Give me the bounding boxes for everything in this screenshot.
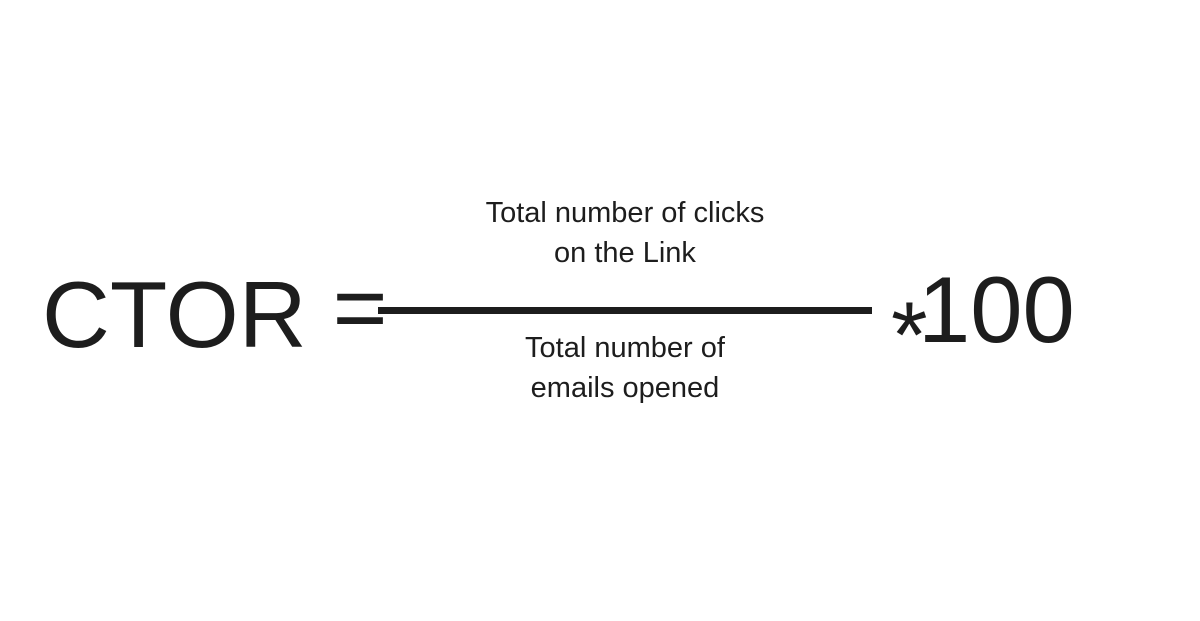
fraction-numerator: Total number of clicks on the Link: [378, 193, 872, 273]
denominator-line-2: emails opened: [530, 372, 720, 404]
fraction-bar: [378, 307, 872, 314]
denominator-line-1: Total number of: [525, 332, 725, 364]
ctor-label: CTOR: [42, 262, 307, 367]
multiply-asterisk: *: [891, 282, 928, 387]
fraction-denominator: Total number of emails opened: [378, 328, 872, 408]
numerator-line-1: Total number of clicks: [485, 197, 765, 229]
numerator-line-2: on the Link: [554, 237, 696, 269]
multiplier-100: 100: [918, 257, 1075, 362]
formula-lhs: CTOR=: [42, 261, 388, 362]
